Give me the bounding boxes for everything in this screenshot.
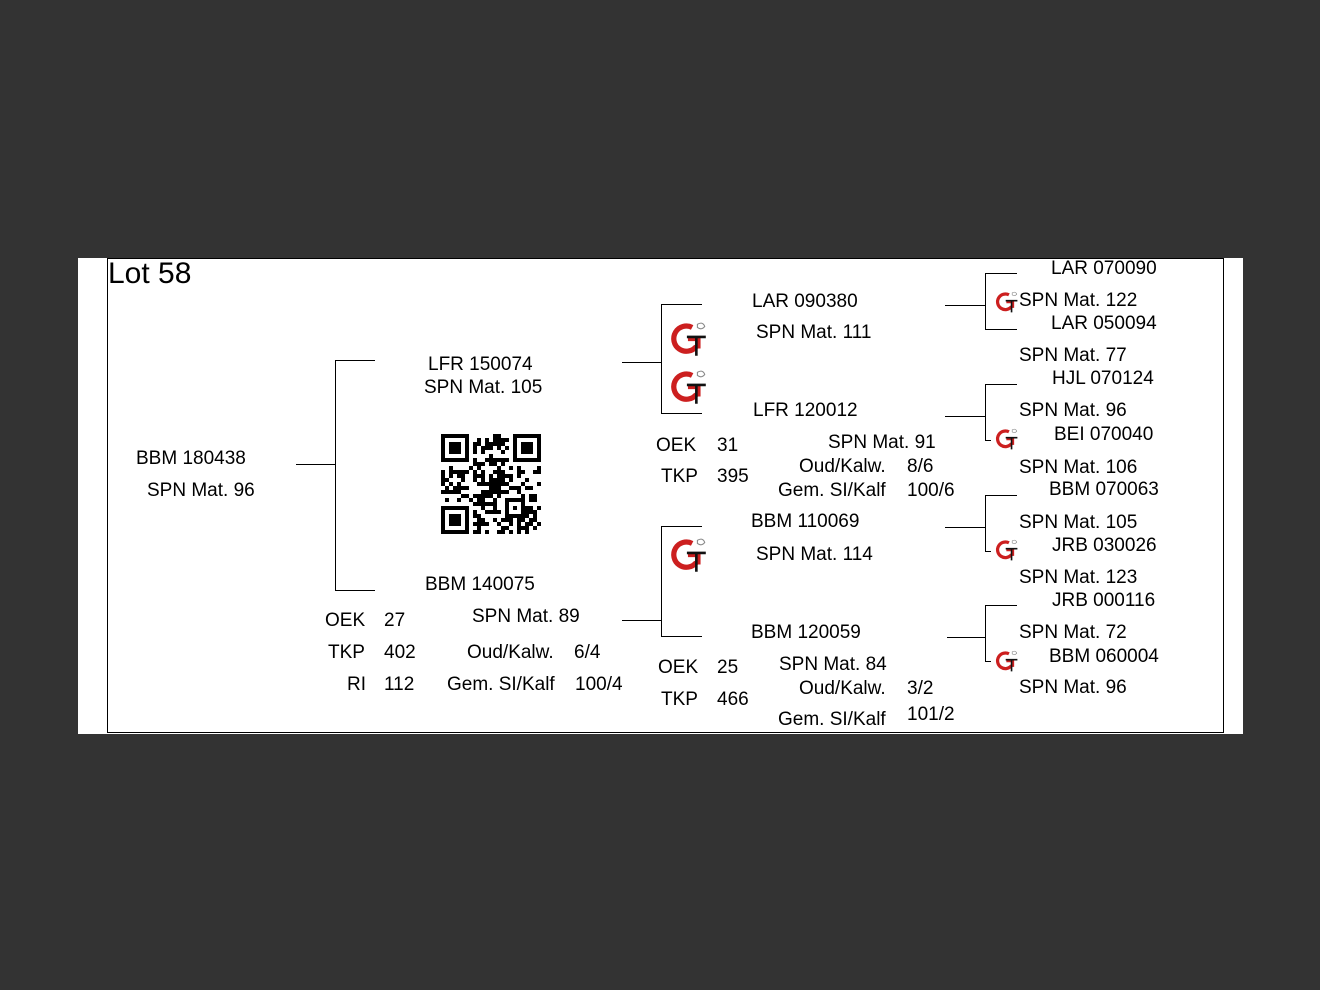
- gen3-spn: SPN Mat. 96: [1019, 400, 1127, 421]
- gen3-code: BBM 060004: [1049, 646, 1159, 667]
- connector-line: [296, 464, 336, 465]
- dam-dam-oek-label: OEK: [658, 657, 699, 678]
- gt-logo-icon: [994, 537, 1020, 563]
- gen3-code: LAR 070090: [1051, 258, 1157, 279]
- connector-line: [985, 605, 986, 662]
- sire-dam-tkp-value: 395: [717, 466, 749, 487]
- connector-line: [985, 440, 991, 441]
- connector-line: [945, 416, 986, 417]
- animal-code: BBM 180438: [136, 448, 246, 469]
- sire-code: LFR 150074: [428, 354, 533, 375]
- connector-line: [661, 636, 702, 637]
- gt-logo-icon: [994, 289, 1020, 315]
- dam-sire-code: BBM 110069: [751, 511, 860, 532]
- connector-line: [985, 273, 986, 330]
- gen3-code: BEI 070040: [1054, 424, 1154, 445]
- connector-line: [335, 360, 375, 361]
- connector-line: [661, 304, 702, 305]
- dam-dam-spn: SPN Mat. 84: [779, 654, 887, 675]
- sire-sire-spn: SPN Mat. 111: [756, 322, 872, 343]
- dam-tkp-value: 402: [384, 642, 416, 663]
- dam-dam-oud-label: Oud/Kalw.: [799, 678, 886, 699]
- dam-dam-tkp-value: 466: [717, 689, 749, 710]
- gen3-spn: SPN Mat. 96: [1019, 677, 1127, 698]
- dam-tkp-label: TKP: [328, 642, 365, 663]
- sire-spn: SPN Mat. 105: [424, 377, 543, 398]
- sire-dam-tkp-label: TKP: [661, 466, 698, 487]
- dam-gem-label: Gem. SI/Kalf: [447, 674, 555, 695]
- dam-oud-label: Oud/Kalw.: [467, 642, 554, 663]
- connector-line: [947, 637, 986, 638]
- connector-line: [985, 661, 991, 662]
- qr-code-icon: [441, 434, 541, 534]
- connector-line: [335, 360, 336, 591]
- dam-dam-gem-label: Gem. SI/Kalf: [778, 709, 886, 730]
- connector-line: [622, 620, 662, 621]
- connector-line: [985, 495, 986, 552]
- gt-logo-icon: [994, 426, 1020, 452]
- dam-ri-label: RI: [347, 674, 366, 695]
- gen3-code: JRB 030026: [1052, 535, 1157, 556]
- dam-sire-spn: SPN Mat. 114: [756, 544, 873, 565]
- dam-dam-code: BBM 120059: [751, 622, 861, 643]
- connector-line: [335, 590, 375, 591]
- dam-dam-oek-value: 25: [717, 657, 739, 678]
- dam-spn: SPN Mat. 89: [472, 606, 580, 627]
- sire-dam-gem-label: Gem. SI/Kalf: [778, 480, 886, 501]
- gen3-spn: SPN Mat. 72: [1019, 622, 1127, 643]
- connector-line: [661, 413, 702, 414]
- dam-oud-value: 6/4: [574, 642, 601, 663]
- sire-dam-oud-label: Oud/Kalw.: [799, 456, 886, 477]
- gen3-code: BBM 070063: [1049, 479, 1159, 500]
- dam-oek-label: OEK: [325, 610, 366, 631]
- connector-line: [945, 527, 986, 528]
- gen3-spn: SPN Mat. 106: [1019, 457, 1138, 478]
- gen3-spn: SPN Mat. 122: [1019, 290, 1138, 311]
- connector-line: [622, 362, 662, 363]
- dam-gem-value: 100/4: [575, 674, 623, 695]
- dam-dam-tkp-label: TKP: [661, 689, 698, 710]
- lot-title: Lot 58: [108, 257, 192, 290]
- sire-dam-oud-value: 8/6: [907, 456, 934, 477]
- sire-dam-spn: SPN Mat. 91: [828, 432, 936, 453]
- dam-dam-oud-value: 3/2: [907, 678, 934, 699]
- gen3-spn: SPN Mat. 123: [1019, 567, 1138, 588]
- gen3-spn: SPN Mat. 77: [1019, 345, 1127, 366]
- dam-code: BBM 140075: [425, 574, 535, 595]
- gt-logo-icon: [668, 318, 710, 360]
- dam-ri-value: 112: [384, 674, 415, 695]
- connector-line: [661, 526, 662, 637]
- connector-line: [661, 304, 662, 414]
- connector-line: [985, 605, 1017, 606]
- gen3-code: HJL 070124: [1052, 368, 1154, 389]
- gt-logo-icon: [668, 366, 710, 408]
- connector-line: [985, 384, 986, 441]
- sire-dam-gem-value: 100/6: [907, 480, 955, 501]
- connector-line: [985, 329, 1017, 330]
- card-frame: [107, 258, 1224, 733]
- connector-line: [985, 495, 1017, 496]
- dam-oek-value: 27: [384, 610, 406, 631]
- connector-line: [985, 384, 1017, 385]
- connector-line: [985, 273, 1017, 274]
- gen3-spn: SPN Mat. 105: [1019, 512, 1138, 533]
- sire-dam-oek-label: OEK: [656, 435, 697, 456]
- gen3-code: JRB 000116: [1052, 590, 1156, 611]
- animal-spn: SPN Mat. 96: [147, 480, 255, 501]
- pedigree-card: [78, 258, 1243, 734]
- connector-line: [985, 551, 991, 552]
- dam-dam-gem-value: 101/2: [907, 704, 955, 725]
- gt-logo-icon: [668, 534, 710, 576]
- sire-dam-code: LFR 120012: [753, 400, 858, 421]
- gt-logo-icon: [994, 648, 1020, 674]
- gen3-code: LAR 050094: [1051, 313, 1157, 334]
- connector-line: [661, 526, 702, 527]
- sire-sire-code: LAR 090380: [752, 291, 858, 312]
- connector-line: [945, 305, 986, 306]
- sire-dam-oek-value: 31: [717, 435, 739, 456]
